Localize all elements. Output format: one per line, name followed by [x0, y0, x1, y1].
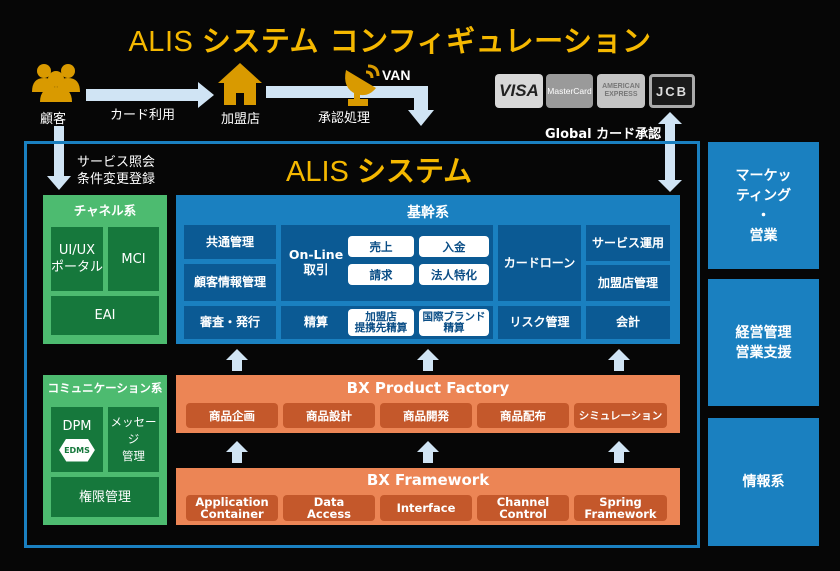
online-label: On-Line 取引	[288, 247, 344, 277]
amex-logo: AMERICAN EXPRESS	[597, 74, 645, 108]
screening-cell: 審査・発行	[184, 306, 276, 339]
product-item: シミュレーション	[574, 403, 667, 428]
framework-item: Interface	[380, 495, 472, 521]
channel-title: チャネル系	[73, 203, 137, 218]
up-arrow	[417, 441, 439, 463]
alis-system-title: ALIS システム	[286, 154, 473, 188]
deposit-pill: 入金	[419, 236, 489, 257]
settlement-cell: 精算 加盟店 提携先精算 国際ブランド 精算	[281, 306, 493, 339]
product-factory-title: BX Product Factory	[346, 379, 510, 397]
core-title: 基幹系	[407, 205, 449, 221]
product-item: 商品企画	[186, 403, 278, 428]
product-factory-box: BX Product Factory 商品企画 商品設計 商品開発 商品配布 シ…	[176, 375, 680, 433]
up-arrow	[417, 349, 439, 371]
billing-pill: 請求	[348, 264, 414, 285]
diagram-title: ALIS システム コンフィギュレーション	[0, 18, 780, 60]
communication-box: コミュニケーション系 DPM EDMS メッセージ 管理 権限管理	[43, 375, 167, 525]
alis-system-frame	[24, 141, 700, 548]
merchant-mgmt-cell: 加盟店管理	[586, 265, 670, 301]
up-arrow	[226, 349, 248, 371]
title-latin: ALIS	[128, 26, 202, 58]
settlement-label: 精算	[303, 315, 328, 329]
intl-brand-settlement-pill: 国際ブランド 精算	[419, 309, 489, 336]
common-mgmt-cell: 共通管理	[184, 225, 276, 259]
marketing-sales-box: マーケッ ティング ・ 営業	[708, 142, 819, 269]
message-mgmt-cell: メッセージ 管理	[108, 407, 159, 472]
core-system-box: 基幹系 共通管理 顧客情報管理 審査・発行 On-Line 取引 売上 入金 請…	[176, 195, 680, 344]
card-use-arrow	[86, 82, 214, 108]
customer-label: 顧客	[40, 112, 67, 127]
mastercard-logo: MasterCard	[546, 74, 593, 108]
product-item: 商品配布	[477, 403, 569, 428]
management-support-box: 経営管理 営業支援	[708, 279, 819, 406]
merchant-settlement-pill: 加盟店 提携先精算	[348, 309, 414, 336]
product-item: 商品設計	[283, 403, 375, 428]
framework-item: Channel Control	[477, 495, 569, 521]
framework-box: BX Framework Application Container Data …	[176, 468, 680, 525]
framework-item: Spring Framework	[574, 495, 667, 521]
dpm-label: DPM	[62, 418, 92, 434]
service-labels: サービス照会 条件変更登録	[77, 154, 155, 188]
title-jp: システム コンフィギュレーション	[201, 24, 652, 58]
approval-label: 承認処理	[318, 111, 371, 126]
edms-badge: EDMS	[59, 438, 95, 462]
up-arrow	[608, 441, 630, 463]
accounting-cell: 会計	[586, 306, 670, 339]
approval-arrow	[266, 86, 434, 126]
dpm-cell: DPM EDMS	[51, 407, 103, 472]
online-transaction-cell: On-Line 取引 売上 入金 請求 法人特化	[281, 225, 493, 301]
visa-logo: VISA	[495, 74, 543, 108]
merchant-label: 加盟店	[221, 112, 261, 127]
condition-change-label: 条件変更登録	[77, 172, 156, 187]
up-arrow	[608, 349, 630, 371]
framework-item: Data Access	[283, 495, 375, 521]
up-arrow	[226, 441, 248, 463]
mci-cell: MCI	[108, 227, 159, 291]
framework-title: BX Framework	[366, 471, 490, 489]
eai-cell: EAI	[51, 296, 159, 335]
customer-info-cell: 顧客情報管理	[184, 264, 276, 301]
customers-icon	[32, 64, 80, 102]
channel-box: チャネル系 UI/UX ポータル MCI EAI	[43, 195, 167, 344]
store-icon	[218, 63, 262, 105]
global-approval-label: Global カード承認	[545, 127, 662, 142]
jcb-logo: JCB	[649, 74, 695, 108]
global-approval-arrow	[658, 112, 682, 192]
information-system-box: 情報系	[708, 418, 819, 546]
card-loan-cell: カードローン	[498, 225, 581, 301]
framework-item: Application Container	[186, 495, 278, 521]
service-ops-cell: サービス運用	[586, 225, 670, 261]
communication-title: コミュニケーション系	[47, 381, 163, 395]
corporate-pill: 法人特化	[419, 264, 489, 285]
service-inquiry-label: サービス照会	[77, 155, 156, 170]
customer-service-arrow	[47, 126, 71, 190]
product-item: 商品開発	[380, 403, 472, 428]
risk-mgmt-cell: リスク管理	[498, 306, 581, 339]
uiux-portal-cell: UI/UX ポータル	[51, 227, 103, 291]
satellite-dish-icon	[345, 64, 380, 106]
card-use-label: カード利用	[110, 108, 176, 123]
van-label: VAN	[382, 67, 411, 83]
sales-pill: 売上	[348, 236, 414, 257]
authority-mgmt-cell: 権限管理	[51, 477, 159, 517]
